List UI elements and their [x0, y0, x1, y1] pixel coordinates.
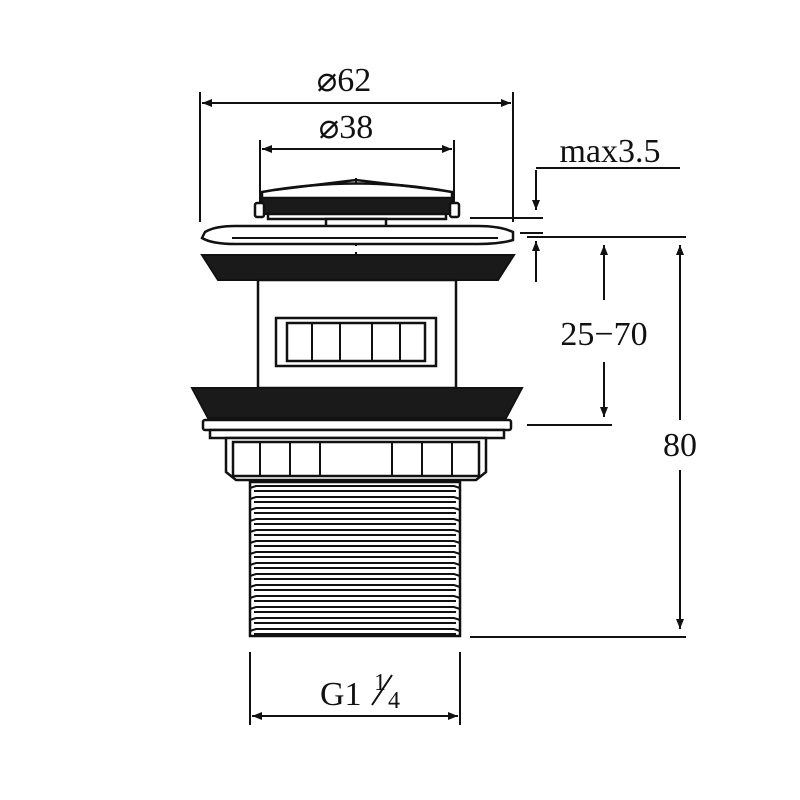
thread-ridge: [249, 496, 461, 500]
thread-fraction-denominator: 4: [388, 688, 400, 714]
dimension-diameter-38: ⌀38: [259, 109, 455, 205]
diameter-62-label: ⌀62: [317, 62, 371, 99]
thread-ridge: [249, 518, 461, 522]
thread-ridge: [249, 628, 461, 632]
thread-ridge: [249, 606, 461, 610]
thread-ridge: [249, 617, 461, 621]
dimension-diameter-62: ⌀62: [199, 62, 514, 222]
drain-body: [256, 278, 458, 390]
upper-seal: [200, 254, 516, 281]
thread-ridge: [249, 507, 461, 511]
thread-ridge: [249, 485, 461, 489]
thread-ridge: [249, 573, 461, 577]
thread-ridge: [249, 551, 461, 555]
diameter-38-label: ⌀38: [319, 109, 373, 146]
dimension-thread: G1 1 4: [249, 652, 461, 725]
thread-label: G1: [320, 676, 362, 713]
thread-ridge: [249, 595, 461, 599]
flange-thickness-label: max3.5: [559, 133, 660, 170]
diameter-symbol: ⌀: [317, 62, 337, 99]
dimension-total-height: 80: [470, 236, 697, 638]
drain-flange: [200, 224, 515, 246]
thread-ridge: [249, 584, 461, 588]
thread-ridge: [249, 562, 461, 566]
lock-nut: [224, 436, 488, 482]
thread-ridge: [249, 529, 461, 533]
total-height-label: 80: [663, 427, 697, 464]
lower-seal: [190, 387, 524, 440]
thread-ridge: [249, 540, 461, 544]
diameter-symbol: ⌀: [319, 109, 339, 146]
dimension-flange-thickness: max3.5: [470, 133, 680, 282]
drain-plug-cap: [253, 178, 461, 231]
dimension-clamping-range: 25−70: [527, 236, 648, 426]
threaded-shank: [248, 480, 462, 638]
clamping-range-label: 25−70: [560, 316, 647, 353]
